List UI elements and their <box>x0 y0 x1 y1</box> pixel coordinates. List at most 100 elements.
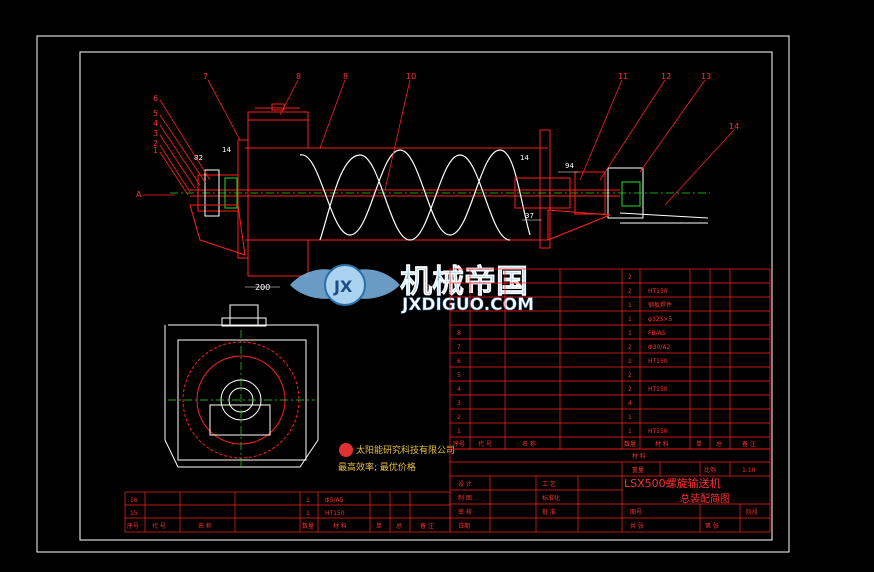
side-view <box>170 103 710 288</box>
tb-standard: 标准化 <box>542 494 560 502</box>
outer-border <box>36 35 790 553</box>
left-row-no: 16 <box>130 497 138 504</box>
callout-12: 12 <box>661 72 671 81</box>
tb-check: 审 核 <box>458 508 472 516</box>
row-qty: 2 <box>628 358 632 365</box>
row-qty: 2 <box>628 344 632 351</box>
tb-scale-label: 比例 <box>704 466 716 474</box>
callout-8a: 8 <box>296 72 301 81</box>
left-header-total: 总 <box>396 522 402 530</box>
left-row-material: HT150 <box>325 510 345 517</box>
callout-5: 5 <box>153 109 158 118</box>
row-qty: 1 <box>628 414 632 421</box>
row-no: 2 <box>457 414 461 421</box>
row-no: 1 <box>457 428 461 435</box>
row-material: HT150 <box>648 428 668 435</box>
row-material: HT150 <box>648 358 668 365</box>
row-no: 4 <box>457 386 461 393</box>
row-material: Φ30/A2 <box>648 344 670 351</box>
tb-doc-no: 图号 <box>630 509 642 516</box>
company-logo-icon <box>339 443 353 457</box>
company-name: 太阳能研究科技有限公司 <box>356 444 455 456</box>
header-note: 备 注 <box>742 440 756 448</box>
row-no: 5 <box>457 372 461 379</box>
row-no: 7 <box>457 344 461 351</box>
row-qty: 4 <box>628 400 632 407</box>
callouts <box>143 79 735 206</box>
row-qty: 1 <box>628 302 632 309</box>
left-table <box>124 491 451 533</box>
tb-design: 设 计 <box>458 480 472 488</box>
callout-11: 11 <box>618 72 628 81</box>
tb-sheet: 共 张 <box>630 522 644 530</box>
watermark: JX 机械帝国 JXDIGUO.COM <box>290 262 534 315</box>
callout-6: 6 <box>153 94 158 103</box>
row-qty: 2 <box>628 386 632 393</box>
inner-border <box>79 51 773 541</box>
left-row-no: 15 <box>130 510 138 517</box>
row-no: 6 <box>457 358 461 365</box>
callout-10: 10 <box>406 72 416 81</box>
row-material: FB/A5 <box>648 330 666 337</box>
tb-draw: 制 图 <box>458 494 472 502</box>
left-header-note: 备 注 <box>420 522 434 530</box>
dim-14-right: 14 <box>520 154 529 162</box>
tb-approve: 批 准 <box>542 508 556 516</box>
left-row-qty: 1 <box>306 510 310 517</box>
header-name: 名 称 <box>522 440 536 448</box>
header-no: 序号 <box>453 440 465 448</box>
dim-82: 82 <box>194 154 203 162</box>
tb-scale-value: 1:10 <box>742 467 756 474</box>
row-no: 8 <box>457 330 461 337</box>
callout-8b: 8 <box>343 72 348 81</box>
left-row-material: Φ5/A5 <box>325 497 344 504</box>
dim-37: 37 <box>525 212 534 220</box>
callout-2: 2 <box>153 139 158 148</box>
title-block <box>449 448 771 533</box>
drawing-title: LSX500螺旋输送机 <box>624 476 721 490</box>
row-qty: 1 <box>628 330 632 337</box>
callout-4: 4 <box>153 119 158 128</box>
parts-table <box>449 268 771 450</box>
dim-14-left: 14 <box>222 146 231 154</box>
parts-table-cells: 2 2 HT150 1 钢板焊件 1 φ325×5 8 1 FB/A5 7 2 … <box>453 274 756 448</box>
drawing-subtitle: 总装配简图 <box>680 492 730 505</box>
tb-sheet2: 第 张 <box>705 522 719 530</box>
inlet-hopper <box>247 111 309 149</box>
callout-14: 14 <box>729 122 739 131</box>
tb-stage: 阶段 <box>746 508 758 516</box>
header-code: 代 号 <box>478 440 492 448</box>
row-material: φ325×5 <box>648 316 672 323</box>
row-qty: 2 <box>628 288 632 295</box>
dim-94: 94 <box>565 162 574 170</box>
row-material: 钢板焊件 <box>648 301 672 309</box>
row-no: 3 <box>457 400 461 407</box>
left-header-name: 名 称 <box>198 522 212 530</box>
brand-cn: 机械帝国 <box>400 262 528 300</box>
left-bearing <box>197 174 239 212</box>
callout-7: 7 <box>203 72 208 81</box>
company-slogan: 最高效率; 最优价格 <box>338 461 416 473</box>
section-mark-a: A <box>136 190 142 199</box>
logo-monogram: JX <box>333 277 353 296</box>
callout-3: 3 <box>153 129 158 138</box>
gear-logo-icon <box>324 264 366 306</box>
row-material: HT150 <box>648 386 668 393</box>
left-header-material: 材 料 <box>333 522 347 530</box>
row-qty: 1 <box>628 316 632 323</box>
callout-1: 1 <box>153 146 158 155</box>
header-material: 材 料 <box>655 440 669 448</box>
callout-13: 13 <box>701 72 711 81</box>
left-header-code: 代 号 <box>152 522 166 530</box>
row-qty: 2 <box>628 274 632 281</box>
header-qty: 数量 <box>624 440 636 448</box>
header-unit: 单 <box>696 440 702 448</box>
row-material: HT150 <box>648 288 668 295</box>
row-qty: 2 <box>628 372 632 379</box>
right-bearing <box>514 177 571 209</box>
tb-weight-label: 重量 <box>632 466 644 474</box>
left-row-qty: 1 <box>306 497 310 504</box>
left-header-no: 序号 <box>127 522 139 530</box>
tb-date: 日期 <box>458 522 470 530</box>
